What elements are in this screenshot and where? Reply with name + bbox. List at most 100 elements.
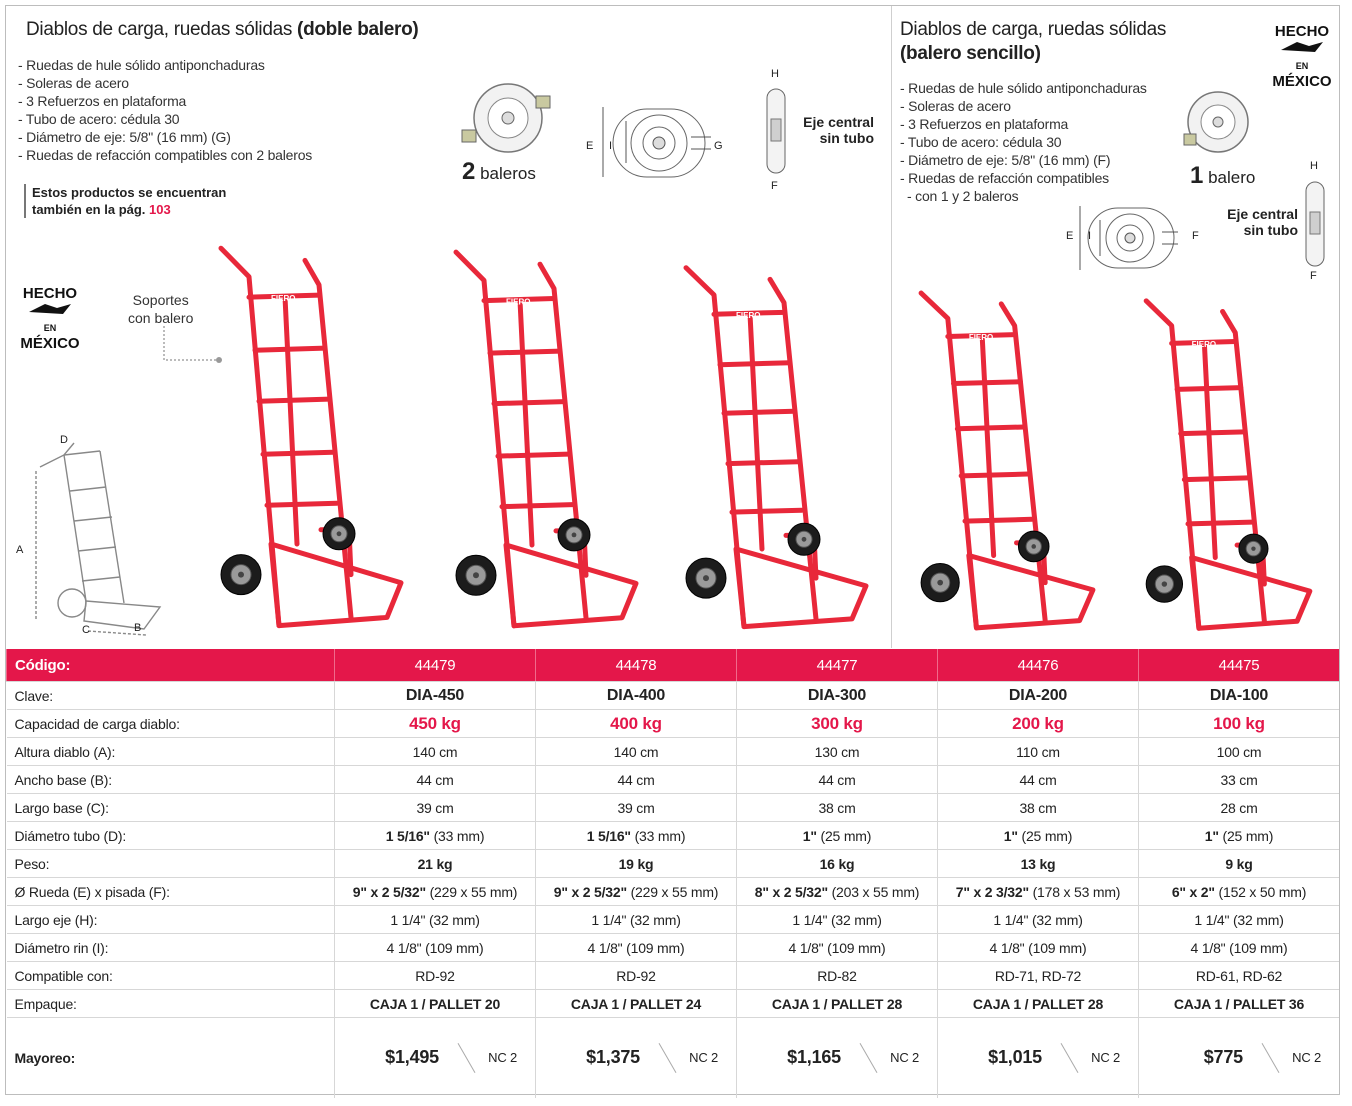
table-row-clave: Clave: DIA-450 DIA-400 DIA-300 DIA-200 D… bbox=[6, 681, 1339, 710]
row-label: Largo eje (H): bbox=[6, 905, 335, 934]
cell: 6" x 2" (152 x 50 mm) bbox=[1138, 877, 1339, 906]
cell: 39 cm bbox=[334, 793, 536, 822]
title-line: Diablos de carga, ruedas sólidas bbox=[900, 19, 1167, 40]
cell: 16 kg bbox=[736, 849, 938, 878]
cell: 140 cm bbox=[334, 737, 536, 766]
feature-list-left: Ruedas de hule sólido antiponchaduras So… bbox=[18, 56, 312, 164]
cell: 39 cm bbox=[535, 793, 737, 822]
cell: 1 1/4" (32 mm) bbox=[736, 905, 938, 934]
cell: 44 cm bbox=[736, 765, 938, 794]
price: $1,375 bbox=[586, 1046, 640, 1067]
product-key: DIA-400 bbox=[535, 681, 737, 710]
cell: 38 cm bbox=[937, 793, 1139, 822]
brand-label: FIERO bbox=[506, 298, 530, 307]
cell: 9" x 2 5/32" (229 x 55 mm) bbox=[535, 877, 737, 906]
dim-label-h: H bbox=[1310, 160, 1318, 172]
made-in-mexico-badge: HECHO EN MÉXICO bbox=[1272, 24, 1332, 90]
hand-truck-dia-100: FIERO bbox=[1143, 298, 1313, 631]
feature-item: 3 Refuerzos en plataforma bbox=[18, 92, 312, 110]
brand-label: FIERO bbox=[271, 294, 295, 303]
badge-line: HECHO bbox=[22, 285, 78, 302]
cell: CAJA 1 / PALLET 20 bbox=[334, 989, 536, 1018]
dim-label-g: G bbox=[714, 140, 723, 152]
cell: 1 1/4" (32 mm) bbox=[334, 905, 536, 934]
cell: 110 cm bbox=[937, 737, 1139, 766]
double-bearing-wheel-illustration bbox=[461, 83, 551, 153]
row-label: Empaque: bbox=[6, 989, 335, 1018]
dim-label-b: B bbox=[134, 622, 142, 634]
product-key: DIA-450 bbox=[334, 681, 536, 710]
eagle-icon bbox=[1281, 42, 1323, 52]
eagle-icon bbox=[29, 304, 71, 314]
row-label: Diámetro rin (I): bbox=[6, 933, 335, 962]
badge-line: MÉXICO bbox=[20, 335, 80, 352]
row-label: Capacidad de carga diablo: bbox=[6, 709, 335, 738]
product-key: DIA-200 bbox=[937, 681, 1139, 710]
table-row-tubo: Diámetro tubo (D): 1 5/16" (33 mm) 1 5/1… bbox=[6, 821, 1339, 850]
table-row-capacidad: Capacidad de carga diablo: 450 kg 400 kg… bbox=[6, 709, 1339, 738]
wheel-dimension-diagram bbox=[1079, 206, 1178, 270]
price-code: NC 2 bbox=[689, 1049, 718, 1065]
price: $775 bbox=[1203, 1046, 1243, 1067]
row-label: Código: bbox=[6, 649, 335, 682]
cell: 9 kg bbox=[1138, 849, 1339, 878]
feature-list-right: Ruedas de hule sólido antiponchaduras So… bbox=[900, 79, 1147, 205]
row-label: Peso: bbox=[6, 849, 335, 878]
section-title-left: Diablos de carga, ruedas sólidas (doble … bbox=[26, 19, 419, 40]
cell: 44 cm bbox=[937, 765, 1139, 794]
cell: 1 5/16" (33 mm) bbox=[334, 821, 536, 850]
double-bearing-label: 2 baleros bbox=[462, 158, 536, 185]
badge-line: MÉXICO bbox=[1272, 73, 1332, 90]
axle-label-line: Eje central bbox=[803, 114, 874, 130]
cell: CAJA 1 / PALLET 36 bbox=[1138, 989, 1339, 1018]
cell: 4 1/8" (109 mm) bbox=[334, 933, 536, 962]
cell: 7" x 2 3/32" (178 x 53 mm) bbox=[937, 877, 1139, 906]
row-label: Diámetro tubo (D): bbox=[6, 821, 335, 850]
dim-label-i: I bbox=[609, 140, 613, 152]
price: $1,015 bbox=[988, 1046, 1042, 1067]
wheel-side-profile bbox=[1305, 181, 1325, 267]
cell: 21 kg bbox=[334, 849, 536, 878]
brand-label: FIERO bbox=[969, 333, 993, 342]
cell: CAJA 1 / PALLET 24 bbox=[535, 989, 737, 1018]
dim-label-e: E bbox=[586, 140, 594, 152]
feature-item: Diámetro de eje: 5/8" (16 mm) (F) bbox=[900, 151, 1147, 169]
dim-label-i: I bbox=[1088, 230, 1092, 242]
dim-label-f: F bbox=[1192, 230, 1199, 242]
row-label: Mayoreo: bbox=[14, 1050, 76, 1066]
feature-item: Ruedas de refacción compatibles bbox=[900, 169, 1147, 187]
badge-line: EN bbox=[1295, 61, 1309, 71]
cell: 1" (25 mm) bbox=[1138, 821, 1339, 850]
product-code: 44479 bbox=[334, 649, 536, 682]
cell: 33 cm bbox=[1138, 765, 1339, 794]
row-label: Altura diablo (A): bbox=[6, 737, 335, 766]
cell: 19 kg bbox=[535, 849, 737, 878]
cell: 4 1/8" (109 mm) bbox=[1138, 933, 1339, 962]
load-capacity: 450 kg bbox=[334, 709, 536, 738]
feature-item: Diámetro de eje: 5/8" (16 mm) (G) bbox=[18, 128, 312, 146]
dim-label-a: A bbox=[16, 544, 24, 556]
page-link[interactable]: 103 bbox=[149, 202, 171, 217]
price-code: NC 2 bbox=[1292, 1049, 1321, 1065]
load-capacity: 200 kg bbox=[937, 709, 1139, 738]
dim-label-f: F bbox=[771, 180, 778, 192]
table-row-ancho: Ancho base (B): 44 cm 44 cm 44 cm 44 cm … bbox=[6, 765, 1339, 794]
cell: 1" (25 mm) bbox=[736, 821, 938, 850]
title-line: (balero sencillo) bbox=[900, 43, 1041, 64]
table-row-compatible: Compatible con: RD-92 RD-92 RD-82 RD-71,… bbox=[6, 961, 1339, 990]
table-row-empaque: Empaque: CAJA 1 / PALLET 20 CAJA 1 / PAL… bbox=[6, 989, 1339, 1018]
hand-truck-dia-450: FIERO bbox=[218, 245, 404, 629]
cell: 1 1/4" (32 mm) bbox=[937, 905, 1139, 934]
cell: 4 1/8" (109 mm) bbox=[937, 933, 1139, 962]
axle-label-line: Eje central bbox=[1227, 206, 1298, 222]
product-code: 44477 bbox=[736, 649, 938, 682]
feature-item: Soleras de acero bbox=[18, 74, 312, 92]
support-leader-line bbox=[163, 326, 222, 363]
cell: 13 kg bbox=[937, 849, 1139, 878]
